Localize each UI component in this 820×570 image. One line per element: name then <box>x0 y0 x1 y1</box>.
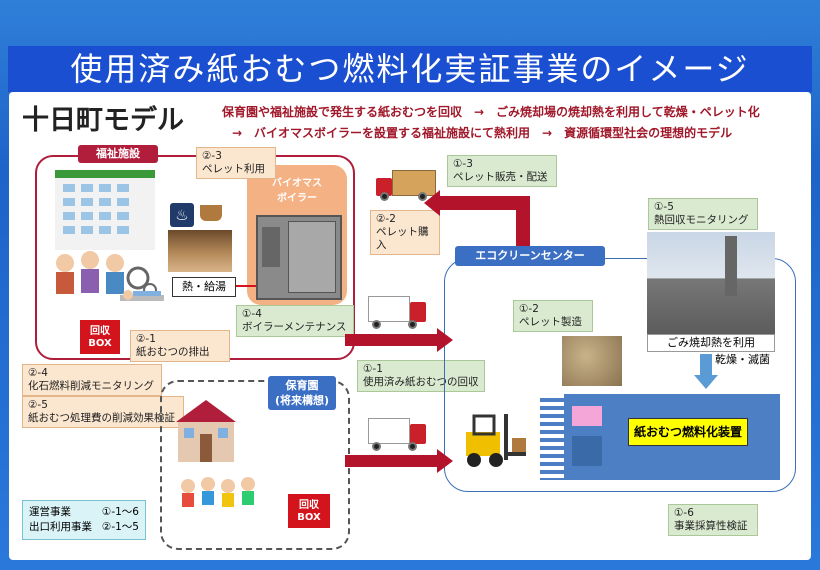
step-1-5: ①-5 熱回収モニタリング <box>648 198 758 230</box>
legend-box: 運営事業 ①-1～6 出口利用事業 ②-1～5 <box>22 500 146 540</box>
collection-arrowhead-2 <box>437 449 453 473</box>
step-1-1: ①-1 使用済み紙おむつの回収 <box>357 360 485 392</box>
children-icon <box>181 477 255 507</box>
building-icon <box>63 184 129 234</box>
down-arrow-head <box>694 375 718 389</box>
step-2-5: ②-5 紙おむつ処理費の削減効果検証 <box>22 396 184 428</box>
step-2-2: ②-2 ペレット購入 <box>370 210 440 255</box>
boiler-icon <box>256 215 342 300</box>
step-1-6: ①-6 事業採算性検証 <box>668 504 758 536</box>
incinerator-caption: ごみ焼却熱を利用 <box>647 334 775 352</box>
care-bed-icon <box>120 290 164 301</box>
collection-arrow-1 <box>345 334 439 346</box>
step-2-1: ②-1 紙おむつの排出 <box>130 330 230 362</box>
legend-row1-value: ①-1～6 <box>101 506 139 518</box>
welfare-building <box>55 170 155 250</box>
slide-title: 使用済み紙おむつ燃料化実証事業のイメージ <box>8 46 812 92</box>
nursery-building-icon <box>176 400 236 462</box>
nursery-tag: 保育園 (将来構想) <box>268 376 336 410</box>
heat-supply-label: 熱・給湯 <box>172 277 236 297</box>
subtitle-line-2: → バイオマスボイラーを設置する福祉施設にて熱利用 → 資源循環型社会の理想的モ… <box>232 126 733 140</box>
pellet-delivery-truck <box>376 170 438 201</box>
dry-sterilize-label: 乾燥・滅菌 <box>715 352 779 368</box>
hot-spring-icon: ♨ <box>170 203 194 227</box>
pellet-flow-arrow-horizontal <box>440 196 530 210</box>
collection-truck-2 <box>368 418 428 452</box>
pellet-flow-arrow-vertical <box>516 196 530 250</box>
bath-photo <box>168 230 232 272</box>
boiler-label: バイオマス ボイラー <box>272 178 322 204</box>
eco-clean-center-tag: エコクリーンセンター <box>455 246 605 266</box>
eco-clean-center-region <box>444 258 796 492</box>
nursery-collection-box: 回収 BOX <box>288 494 330 528</box>
heat-arrow <box>236 285 256 287</box>
welfare-collection-box: 回収 BOX <box>80 320 120 354</box>
elderly-people-icon <box>56 251 157 297</box>
model-title: 十日町モデル <box>22 105 184 136</box>
step-1-2: ①-2 ペレット製造 <box>513 300 593 332</box>
legend-row2-value: ②-1～5 <box>101 521 139 533</box>
subtitle-line-1: 保育園や福祉施設で発生する紙おむつを回収 → ごみ焼却場の焼却熱を利用して乾燥・… <box>222 105 760 119</box>
pellets-photo <box>562 336 622 386</box>
collection-truck-1 <box>368 296 428 330</box>
collection-arrow-2 <box>345 455 439 467</box>
step-1-3: ①-3 ペレット販売・配送 <box>447 155 557 187</box>
step-2-3: ②-3 ペレット利用 <box>196 147 276 179</box>
incinerator-photo <box>647 232 775 334</box>
step-1-4: ①-4 ボイラーメンテナンス <box>236 305 354 337</box>
fuel-conversion-device-label: 紙おむつ燃料化装置 <box>628 418 748 446</box>
forklift-icon <box>466 414 526 467</box>
wooden-bucket-icon <box>200 205 222 221</box>
collection-arrowhead-1 <box>437 328 453 352</box>
pellet-flow-arrowhead <box>424 190 440 216</box>
legend-row1-label: 運営事業 <box>29 506 71 518</box>
step-2-4: ②-4 化石燃料削減モニタリング <box>22 364 162 396</box>
legend-row2-label: 出口利用事業 <box>29 521 92 533</box>
down-arrow-shaft <box>700 354 712 376</box>
welfare-facility-tag: 福祉施設 <box>78 145 158 163</box>
